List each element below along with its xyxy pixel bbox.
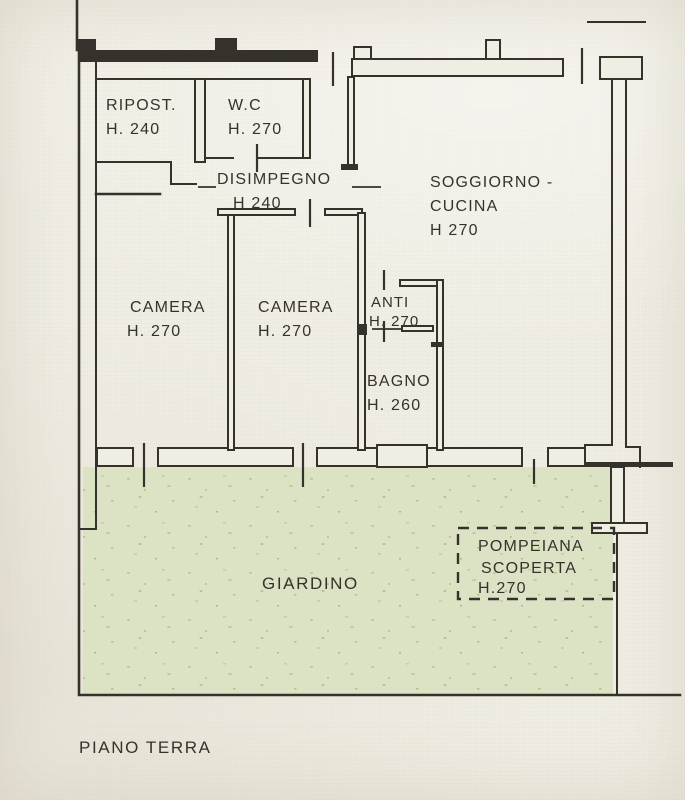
area-pompeiana: POMPEIANA SCOPERTA H.270 <box>478 538 584 597</box>
garden-wall-seg-1 <box>96 447 134 467</box>
camera2-top-wall-right <box>324 208 363 216</box>
ripost-wc-divider <box>194 78 206 163</box>
right-wall-cap <box>599 56 643 80</box>
interior-walls <box>94 48 584 451</box>
top-wall-band <box>78 50 318 62</box>
room-bagno: BAGNO H. 260 <box>367 373 431 414</box>
camera1-label: CAMERA <box>130 299 206 316</box>
disimpegno-height: H 240 <box>233 195 282 212</box>
anti-bagno-right-wall <box>436 279 444 451</box>
bagno-label: BAGNO <box>367 373 431 390</box>
soggiorno-top-pillar-1 <box>353 46 372 60</box>
area-giardino: GIARDINO <box>262 574 359 593</box>
soggiorno-top-wall <box>351 58 564 77</box>
pompeiana-dashed-outline <box>456 526 616 601</box>
room-camera-1: CAMERA H. 270 <box>127 299 206 340</box>
room-disimpegno: DISIMPEGNO H 240 <box>217 171 331 212</box>
soggiorno-left-wall <box>347 76 355 167</box>
floor-title: PIANO TERRA <box>79 738 212 757</box>
disimpegno-label: DISIMPEGNO <box>217 171 331 188</box>
garden-right-wall <box>610 466 625 524</box>
bagno-pillar <box>376 444 428 468</box>
top-wall-bump-left <box>78 39 96 52</box>
soggiorno-height: H 270 <box>430 222 479 239</box>
ripostiglio-label: RIPOST. <box>106 97 177 114</box>
ripostiglio-height: H. 240 <box>106 121 160 138</box>
soggiorno-top-pillar-2 <box>485 39 501 60</box>
exterior-walls <box>75 0 682 697</box>
cucina-label: CUCINA <box>430 198 499 215</box>
pompeiana-height: H.270 <box>478 580 527 597</box>
right-wall-step-inner <box>584 444 613 463</box>
top-wall-bump-mid <box>215 38 237 52</box>
ripost-door-jamb <box>170 161 197 185</box>
soggiorno-label: SOGGIORNO - <box>430 174 553 191</box>
camera2-height: H. 270 <box>258 323 312 340</box>
room-ripostiglio: RIPOST. H. 240 <box>106 97 177 138</box>
left-wall-inner <box>80 59 97 530</box>
lot-boundary <box>77 48 682 697</box>
room-anti: ANTI H. 270 <box>369 294 419 330</box>
right-wall-step-outer <box>625 446 641 468</box>
garden-wall-seg-4 <box>547 447 586 467</box>
anti-top-wall <box>399 279 438 287</box>
garden-wall-seg-2 <box>157 447 294 467</box>
pompeiana-label2: SCOPERTA <box>481 560 577 577</box>
room-soggiorno-cucina: SOGGIORNO - CUCINA H 270 <box>430 174 553 239</box>
garden-right-boundary <box>591 466 648 695</box>
camera2-top-wall-left <box>217 208 296 216</box>
camera1-height: H. 270 <box>127 323 181 340</box>
garden-wall <box>96 443 586 487</box>
bagno-height: H. 260 <box>367 397 421 414</box>
soggiorno-left-wall-foot <box>341 164 358 170</box>
room-camera-2: CAMERA H. 270 <box>258 299 334 340</box>
wc-height: H. 270 <box>228 121 282 138</box>
camera2-label: CAMERA <box>258 299 334 316</box>
room-wc: W.C H. 270 <box>228 97 282 138</box>
anti-label: ANTI <box>371 294 409 311</box>
camera-divider-wall <box>227 208 235 451</box>
bottom-right-wall-band <box>585 462 673 467</box>
wc-label: W.C <box>228 97 262 114</box>
garden-area <box>83 467 613 694</box>
giardino-label: GIARDINO <box>262 574 359 593</box>
bagno-wall-notch <box>358 324 367 335</box>
pompeiana-label: POMPEIANA <box>478 538 584 555</box>
anti-height: H. 270 <box>369 313 419 330</box>
anti-right-wall-foot <box>431 342 443 347</box>
wc-right-wall <box>302 78 311 159</box>
